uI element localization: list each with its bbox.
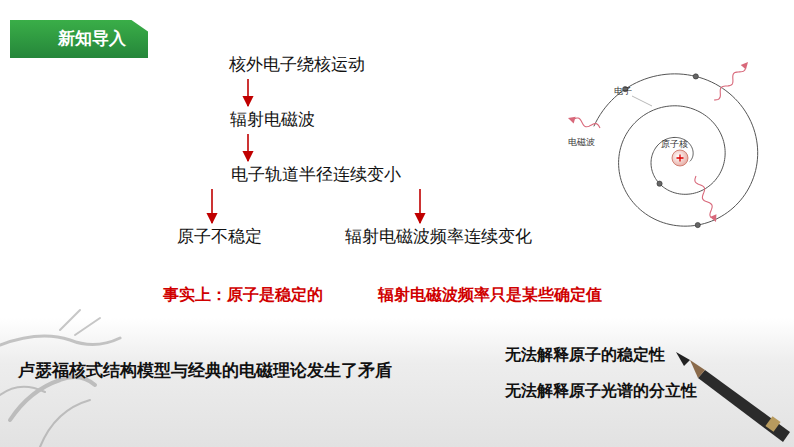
em-wave [695,176,712,217]
part-label: 原子核 [661,138,688,151]
leader-line [632,96,652,106]
fact-note: 事实上：原子是稳定的 [163,285,323,306]
em-wave-head [741,62,748,70]
em-wave-head [710,214,716,222]
em-wave [714,69,745,100]
flow-arrow [247,134,249,161]
part-label: 电子 [614,85,632,98]
part-label: 电磁波 [568,136,595,149]
flow-step: 核外电子绕核运动 [229,54,365,76]
electron-dot [695,222,700,227]
fact-note: 辐射电磁波频率只是某些确定值 [378,285,602,306]
flow-step: 原子不稳定 [177,226,262,248]
consequence: 无法解释原子光谱的分立性 [505,381,697,402]
em-wave [575,118,600,128]
flow-arrow [419,189,421,223]
conclusion: 卢瑟福核式结构模型与经典的电磁理论发生了矛盾 [18,359,392,382]
plus-sign [677,155,684,162]
electron-dot [657,181,662,186]
step-text: 电子轨道半径连续变小 [231,165,401,184]
electron-dot [693,74,698,79]
bottom-band [0,318,794,447]
flow-arrow [247,79,249,106]
electron-spiral [594,74,758,226]
flow-step: 辐射电磁波频率连续变化 [345,226,532,248]
step-text: 核外电子绕核运动 [229,55,365,74]
tag-text: 新知导入 [58,29,126,48]
flow-step: 辐射电磁波 [230,109,315,131]
nucleus [672,150,688,166]
atom-illustration [568,62,758,228]
section-tag: 新知导入 [10,20,148,58]
consequence: 无法解释原子的稳定性 [505,345,665,366]
step-text: 原子不稳定 [177,227,262,246]
em-wave-head [568,117,576,124]
flow-arrow [211,189,213,223]
step-text: 辐射电磁波 [230,110,315,129]
step-text: 辐射电磁波频率连续变化 [345,227,532,246]
flow-step: 电子轨道半径连续变小 [231,164,401,186]
